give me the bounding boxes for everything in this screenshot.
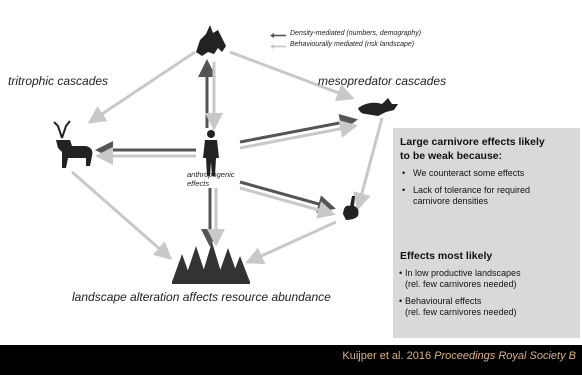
- bullet-marker: •: [399, 268, 403, 278]
- box-bullet-2-line-1: Lack of tolerance for required: [413, 185, 531, 195]
- arrow-fox-hare-behaviour: [353, 117, 384, 211]
- arrow-human-fox: [239, 113, 358, 144]
- deer-icon: [53, 120, 93, 168]
- density-arrow-swatch: [270, 33, 286, 38]
- food-web-diagram: [53, 25, 398, 284]
- citation-journal: Proceedings Royal Society B: [434, 350, 576, 362]
- landscape-alteration-label: landscape alteration affects resource ab…: [72, 290, 331, 304]
- behaviour-arrows: [71, 50, 384, 264]
- box-bullet-2-line-2: carnivore densities: [413, 196, 489, 206]
- behaviour-arrow-swatch: [270, 44, 286, 49]
- box-bullet-3-line-2: (rel. few carnivores needed): [405, 279, 517, 289]
- info-box: Large carnivore effects likely to be wea…: [393, 128, 580, 338]
- bullet-marker: •: [399, 296, 403, 306]
- footer-band: [0, 345, 582, 375]
- legend-density-label: Density-mediated (numbers, demography): [290, 30, 422, 37]
- citation-authors: Kuijper et al. 2016: [342, 350, 432, 362]
- box-bullet-3-line-1: In low productive landscapes: [405, 268, 521, 278]
- box-heading-2: Effects most likely: [400, 250, 493, 262]
- arrow-wolf-fox-behaviour: [229, 50, 355, 102]
- box-bullet-4-line-2: (rel. few carnivores needed): [405, 307, 517, 317]
- box-heading-1-line-1: Large carnivore effects likely: [400, 136, 545, 148]
- box-bullet-1: We counteract some effects: [413, 168, 525, 178]
- wolf-icon: [196, 25, 226, 56]
- fox-icon: [358, 98, 398, 116]
- hare-icon: [343, 196, 359, 220]
- bullet-marker: •: [402, 185, 406, 195]
- arrow-hare-forest-behaviour: [245, 220, 337, 264]
- tritrophic-cascades-label: tritrophic cascades: [8, 74, 109, 88]
- arrow-human-fox-behaviour: [239, 119, 358, 150]
- citation: Kuijper et al. 2016 Proceedings Royal So…: [342, 350, 576, 362]
- density-arrows: [95, 59, 358, 247]
- anthropogenic-effects-label: anthropogenic effects: [187, 170, 235, 188]
- human-icon: [203, 130, 219, 176]
- forest-icon: [172, 242, 250, 284]
- arrow-wolf-deer-behaviour: [87, 50, 196, 124]
- box-bullet-4-line-1: Behavioural effects: [405, 296, 482, 306]
- arrow-deer-forest-behaviour: [71, 170, 173, 260]
- arrow-human-hare-behaviour: [239, 186, 336, 219]
- arrow-human-hare: [239, 180, 336, 213]
- box-heading-1-line-2: to be weak because:: [400, 150, 503, 162]
- mesopredator-cascades-label: mesopredator cascades: [318, 74, 447, 88]
- legend-behaviour-label: Behaviourally mediated (risk landscape): [290, 41, 415, 48]
- bullet-marker: •: [402, 168, 406, 178]
